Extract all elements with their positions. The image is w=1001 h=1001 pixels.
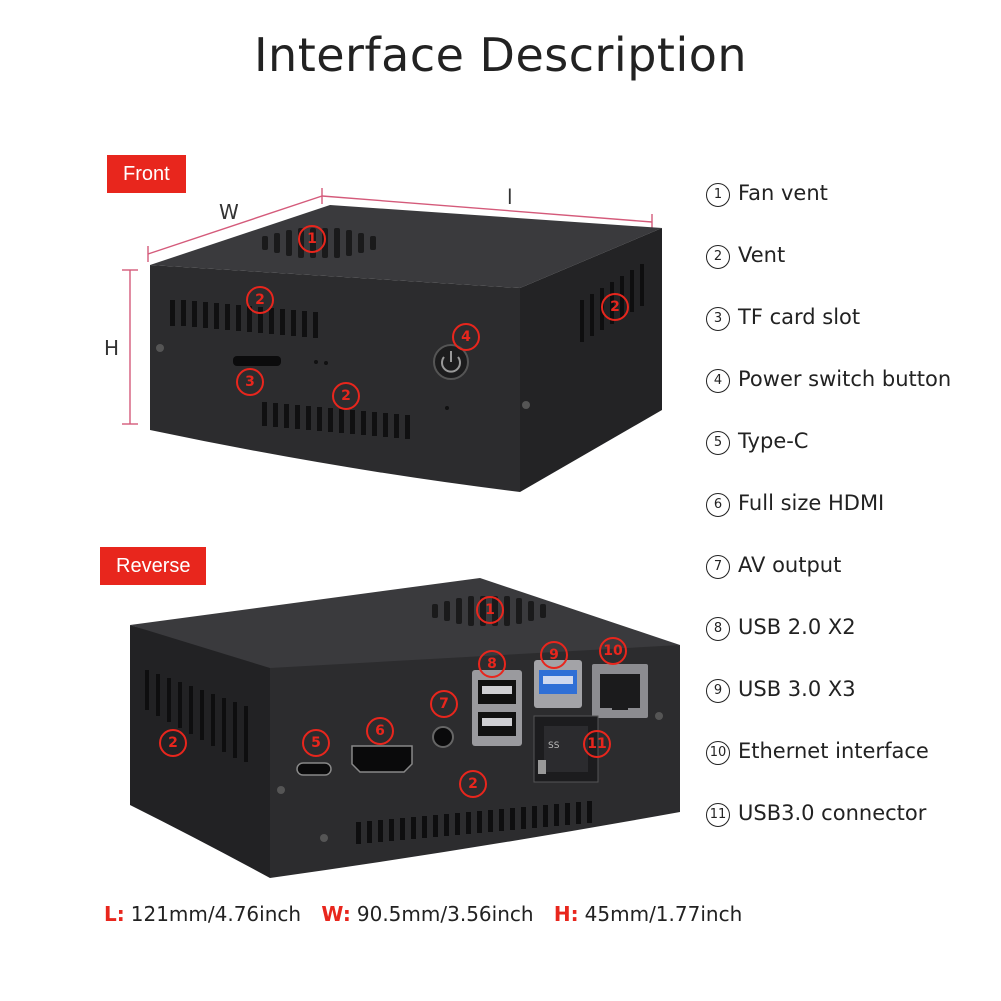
legend-label: Vent: [738, 243, 786, 267]
dimensions-line: L:121mm/4.76inch W:90.5mm/3.56inch H:45m…: [104, 902, 984, 926]
legend-label: Power switch button: [738, 367, 952, 391]
legend-number: 2: [706, 245, 730, 269]
reverse-marker-side-vent: 2: [159, 729, 187, 757]
legend-number: 10: [706, 741, 730, 765]
width-key: W:: [321, 902, 351, 926]
legend-item: 1 Fan vent: [706, 174, 996, 236]
legend-number: 4: [706, 369, 730, 393]
legend-label: USB3.0 connector: [738, 801, 927, 825]
legend-item: 11 USB3.0 connector: [706, 794, 996, 856]
front-marker-lower-vent: 2: [332, 382, 360, 410]
reverse-marker-type-c: 5: [302, 729, 330, 757]
usb3-ports: [534, 660, 582, 708]
legend-label: USB 2.0 X2: [738, 615, 856, 639]
reverse-device: SS: [130, 578, 680, 878]
legend-label: TF card slot: [738, 305, 861, 329]
power-button: [433, 344, 469, 380]
length-value: 121mm/4.76inch: [130, 902, 302, 926]
front-marker-side-vent: 2: [601, 293, 629, 321]
legend-item: 4 Power switch button: [706, 360, 996, 422]
height-dimension-label: H: [104, 336, 120, 360]
legend-number: 5: [706, 431, 730, 455]
legend-item: 8 USB 2.0 X2: [706, 608, 996, 670]
front-marker-power-button: 4: [452, 323, 480, 351]
usb3-connector: SS: [533, 715, 599, 783]
legend-number: 8: [706, 617, 730, 641]
legend-number: 11: [706, 803, 730, 827]
front-marker-vent: 2: [246, 286, 274, 314]
reverse-marker-usb3-connector: 11: [583, 730, 611, 758]
legend-item: 6 Full size HDMI: [706, 484, 996, 546]
legend-item: 9 USB 3.0 X3: [706, 670, 996, 732]
height-value: 45mm/1.77inch: [584, 902, 743, 926]
legend-label: Ethernet interface: [738, 739, 929, 763]
svg-text:SS: SS: [548, 741, 560, 751]
height-key: H:: [553, 902, 579, 926]
legend-number: 7: [706, 555, 730, 579]
legend-number: 1: [706, 183, 730, 207]
legend-number: 9: [706, 679, 730, 703]
reverse-view-tag: Reverse: [100, 547, 207, 585]
legend-item: 10 Ethernet interface: [706, 732, 996, 794]
legend-label: Fan vent: [738, 181, 828, 205]
legend-item: 2 Vent: [706, 236, 996, 298]
front-device: [150, 205, 662, 492]
reverse-marker-ethernet: 10: [599, 637, 627, 665]
legend-number: 6: [706, 493, 730, 517]
reverse-marker-av: 7: [430, 690, 458, 718]
legend-item: 7 AV output: [706, 546, 996, 608]
legend-number: 3: [706, 307, 730, 331]
reverse-marker-usb3: 9: [540, 641, 568, 669]
ethernet-port: [592, 664, 648, 718]
reverse-marker-hdmi: 6: [366, 717, 394, 745]
av-port: [432, 726, 454, 748]
dimension-lines: [122, 188, 653, 425]
legend-item: 5 Type-C: [706, 422, 996, 484]
reverse-marker-fan-vent: 1: [476, 596, 504, 624]
front-marker-fan-vent: 1: [298, 225, 326, 253]
interface-legend: 1 Fan vent 2 Vent 3 TF card slot 4 Power swi…: [706, 174, 996, 856]
usb2-ports: [472, 670, 522, 746]
reverse-marker-usb2: 8: [478, 650, 506, 678]
length-dimension-label: l: [507, 185, 513, 209]
width-value: 90.5mm/3.56inch: [356, 902, 534, 926]
legend-label: USB 3.0 X3: [738, 677, 856, 701]
legend-item: 3 TF card slot: [706, 298, 996, 360]
reverse-marker-bottom-vent: 2: [459, 770, 487, 798]
legend-label: Type-C: [738, 429, 809, 453]
legend-label: AV output: [738, 553, 842, 577]
tf-card-slot: [233, 356, 281, 366]
front-marker-tf-slot: 3: [236, 368, 264, 396]
length-key: L:: [104, 902, 125, 926]
width-dimension-label: W: [219, 200, 239, 224]
hdmi-port: [351, 745, 413, 773]
page-title: Interface Description: [253, 28, 748, 82]
legend-label: Full size HDMI: [738, 491, 885, 515]
type-c-port: [296, 762, 332, 776]
front-view-tag: Front: [107, 155, 186, 193]
